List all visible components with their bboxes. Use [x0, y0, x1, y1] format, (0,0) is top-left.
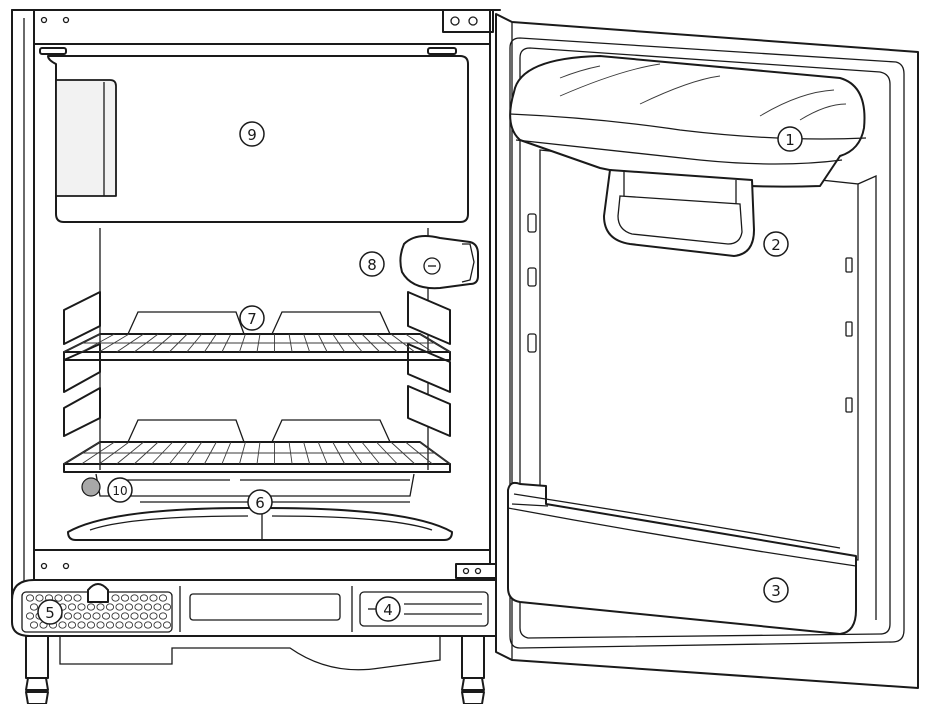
callout-label-2: 2	[771, 236, 781, 254]
top-hinge	[442, 9, 494, 33]
plinth	[11, 579, 519, 704]
wire-shelf	[63, 311, 451, 361]
callout-label-5: 5	[45, 604, 55, 622]
callout-label-10: 10	[112, 484, 127, 498]
callout-7: 7	[239, 305, 265, 331]
callout-label-1: 1	[785, 131, 795, 149]
callout-5: 5	[37, 599, 63, 625]
egg-tray	[603, 169, 755, 257]
door-upper-compartment	[509, 55, 867, 188]
callout-10: 10	[107, 477, 133, 503]
adjustable-feet	[25, 635, 485, 704]
door-shelf-slots	[527, 213, 853, 413]
ventilation-grille	[21, 583, 173, 633]
cabinet	[11, 9, 501, 621]
callout-label-9: 9	[247, 126, 257, 144]
callout-3: 3	[763, 577, 789, 603]
callout-8: 8	[359, 251, 385, 277]
temperature-control	[399, 235, 479, 290]
callout-1: 1	[777, 126, 803, 152]
callout-label-4: 4	[383, 601, 393, 619]
callout-label-3: 3	[771, 582, 781, 600]
shelf-supports	[63, 291, 451, 437]
callout-label-7: 7	[247, 310, 257, 328]
rating-plate	[359, 591, 489, 627]
callout-label-6: 6	[255, 494, 265, 512]
drain-hole	[81, 477, 101, 497]
callout-label-8: 8	[367, 256, 377, 274]
callout-6: 6	[140, 489, 410, 515]
lower-wire-shelf	[63, 419, 451, 473]
callout-9: 9	[239, 121, 265, 147]
callout-4: 4	[368, 596, 401, 622]
callout-2: 2	[763, 231, 789, 257]
